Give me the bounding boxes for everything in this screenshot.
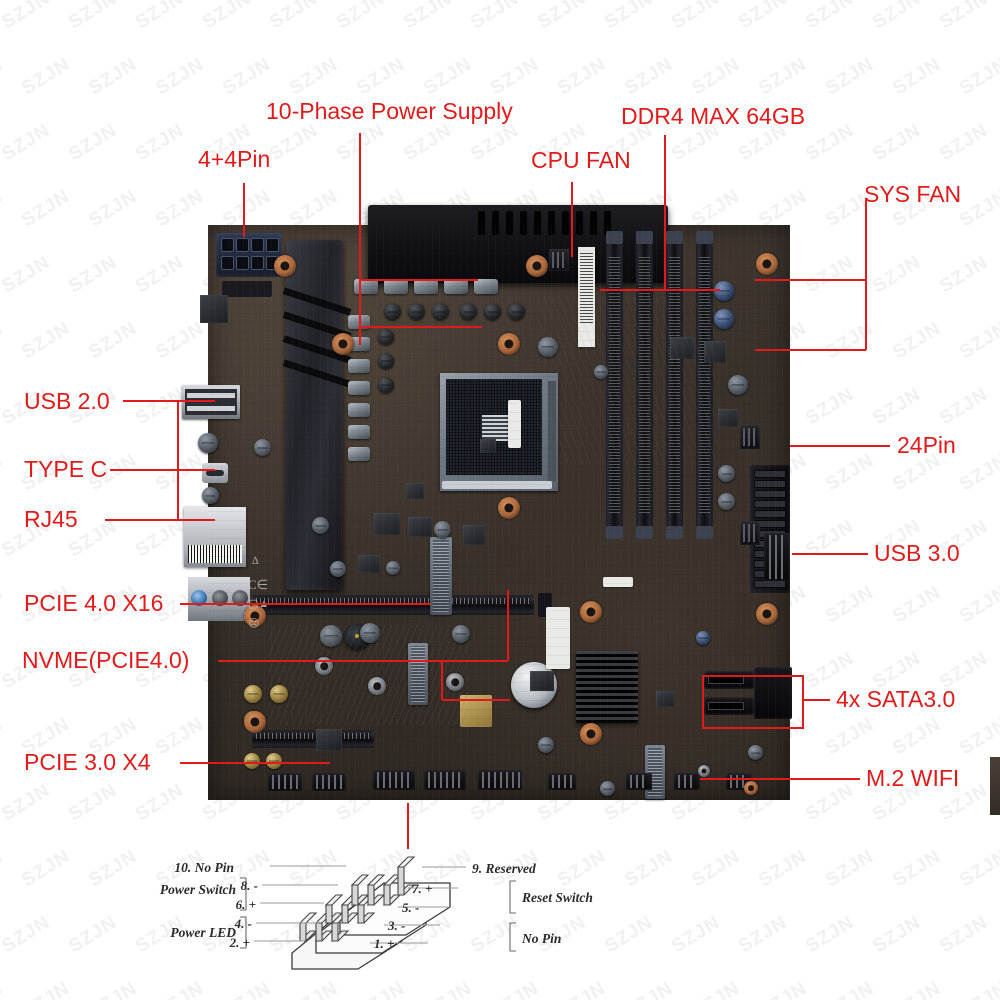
label-sys-fan: SYS FAN bbox=[864, 181, 962, 207]
front-panel-header bbox=[478, 770, 522, 790]
label-4x-sata3-0: 4x SATA3.0 bbox=[836, 686, 956, 712]
power-switch-group-label: Power Switch bbox=[160, 882, 236, 897]
m2-nvme-slot bbox=[430, 537, 452, 615]
sys-fan-header bbox=[740, 521, 760, 545]
pin-4-label: 4. - bbox=[234, 916, 252, 931]
dimm-slot bbox=[666, 231, 683, 539]
rj45-ethernet-port bbox=[184, 507, 246, 567]
no-pin-group-label: No Pin bbox=[521, 931, 561, 946]
dimm-slot bbox=[696, 231, 713, 539]
silk-marker bbox=[603, 577, 633, 587]
label-4plus4pin: 4+4Pin bbox=[198, 146, 271, 172]
board-serial-sticker bbox=[578, 247, 595, 347]
pinout-drawing: 10. No Pin 8. - 6. + 4. - 2. + 9. Reserv… bbox=[160, 803, 593, 970]
chipset-heatsink bbox=[576, 651, 638, 723]
label-usb-2-0: USB 2.0 bbox=[24, 388, 110, 414]
pin-5-label: 5. - bbox=[402, 900, 419, 915]
pcie-3-x4-slot bbox=[252, 730, 374, 748]
pin-8-label: 8. - bbox=[241, 878, 258, 893]
label-10-phase-power-supply: 10-Phase Power Supply bbox=[266, 98, 513, 124]
label-ddr4-max-64gb: DDR4 MAX 64GB bbox=[621, 103, 806, 129]
dimm-slot bbox=[636, 231, 653, 539]
label-nvme-pcie4-0: NVME(PCIE4.0) bbox=[22, 647, 190, 673]
pcb-edge-notch bbox=[990, 757, 1000, 815]
label-pcie-4-0-x16: PCIE 4.0 X16 bbox=[24, 590, 164, 616]
recycle-mark: ☹ bbox=[248, 618, 260, 630]
label-rj45: RJ45 bbox=[24, 506, 78, 532]
pin-1-label: 1. + bbox=[374, 936, 394, 951]
pin-6-label: 6. + bbox=[236, 897, 256, 912]
pin-7-label: 7. + bbox=[412, 881, 432, 896]
label-usb-3-0: USB 3.0 bbox=[874, 540, 960, 566]
front-panel-pinout-diagram: 10. No Pin 8. - 6. + 4. - 2. + 9. Reserv… bbox=[140, 803, 610, 975]
label-pcie-3-0-x4: PCIE 3.0 X4 bbox=[24, 749, 151, 775]
usb3-front-header bbox=[764, 533, 790, 581]
cpu-fan-header bbox=[549, 249, 569, 271]
front-audio-connector bbox=[546, 607, 570, 669]
pin-3-label: 3. - bbox=[387, 918, 405, 933]
label-cpu-fan: CPU FAN bbox=[531, 147, 631, 173]
label-type-c: TYPE C bbox=[24, 456, 108, 482]
pin-10-label: 10. No Pin bbox=[174, 860, 234, 875]
reset-switch-group-label: Reset Switch bbox=[521, 890, 593, 905]
pcb-substrate: C∈ ▢▲ ∆ ☹ bbox=[182, 205, 1000, 815]
audio-jacks bbox=[188, 577, 250, 621]
label-m2-wifi: M.2 WIFI bbox=[866, 765, 960, 791]
ce-mark: C∈ bbox=[248, 577, 268, 592]
eps-8pin-connector bbox=[216, 233, 282, 277]
power-led-group-label: Power LED bbox=[170, 925, 236, 940]
fcc-mark: ∆ bbox=[252, 555, 259, 567]
pin-2-label: 2. + bbox=[229, 935, 250, 950]
dimm-slot bbox=[606, 231, 623, 539]
pin-9-label: 9. Reserved bbox=[472, 861, 536, 876]
eps-socket-base bbox=[222, 281, 272, 297]
sys-fan-header bbox=[740, 425, 760, 449]
usb-type-c-port bbox=[202, 463, 228, 483]
cpu-socket-am4 bbox=[440, 373, 558, 491]
label-24pin: 24Pin bbox=[897, 432, 956, 458]
socket-retention-marker bbox=[508, 400, 521, 448]
